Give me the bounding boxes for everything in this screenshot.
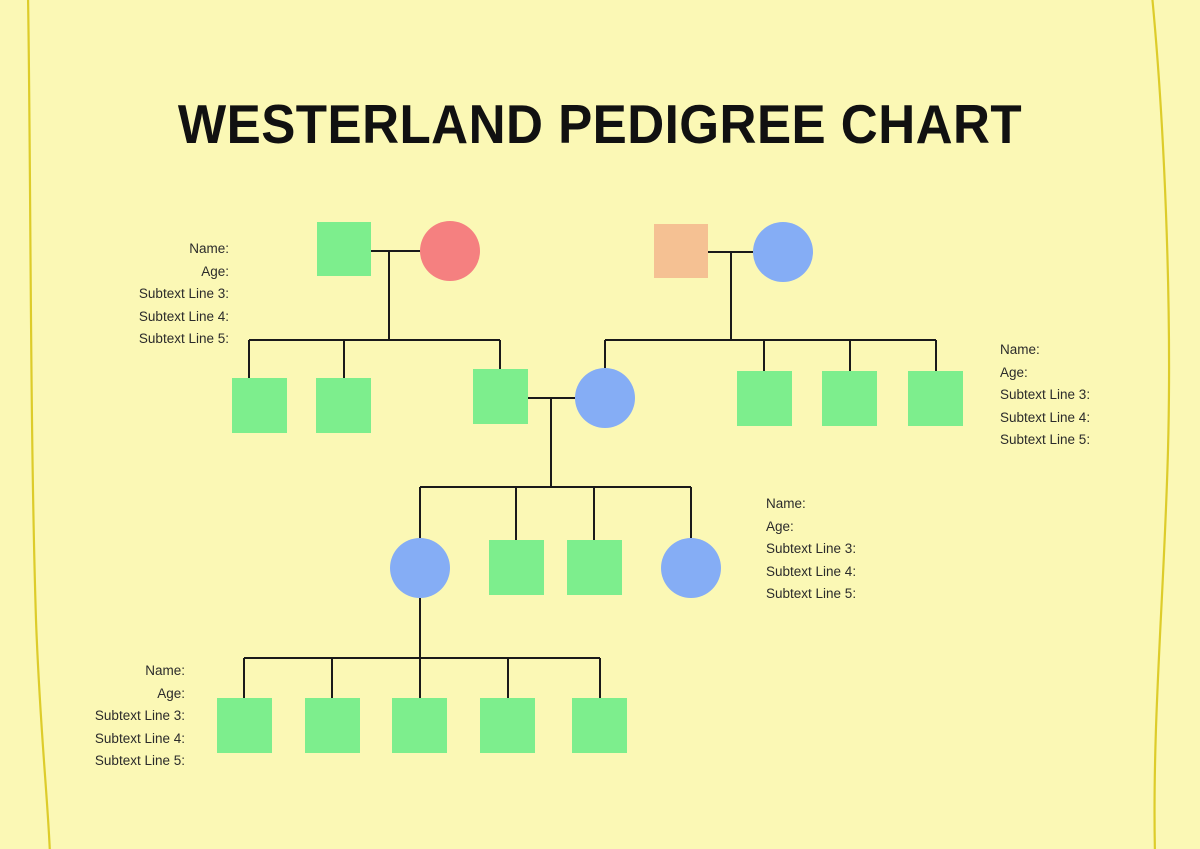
label-subtext-3: Subtext Line 3:	[138, 286, 229, 302]
left-accent-curve-icon	[26, 0, 51, 849]
label-subtext-5: Subtext Line 5:	[1000, 432, 1091, 448]
node-g2-spouse[interactable]	[575, 368, 635, 428]
label-name: Name:	[766, 496, 806, 511]
node-g3-4-female[interactable]	[661, 538, 721, 598]
decorative-accent-curves	[26, 0, 1171, 849]
node-g3-3-male[interactable]	[567, 540, 622, 595]
label-block-third-generation-center: Name: Age: Subtext Line 3: Subtext Line …	[766, 493, 956, 606]
node-g2-left-3[interactable]	[473, 369, 528, 424]
label-subtext-3: Subtext Line 3:	[1000, 387, 1091, 403]
node-g2-right-3[interactable]	[822, 371, 877, 426]
node-g1-a-female[interactable]	[420, 221, 480, 281]
node-g4-1[interactable]	[217, 698, 272, 753]
node-g3-2-male[interactable]	[489, 540, 544, 595]
label-name: Name:	[145, 663, 185, 678]
label-age: Age:	[201, 263, 229, 279]
right-accent-curve-icon	[1151, 0, 1171, 849]
label-subtext-4: Subtext Line 4:	[766, 563, 857, 579]
label-name: Name:	[189, 241, 229, 256]
label-name: Name:	[1000, 342, 1040, 357]
label-age: Age:	[766, 518, 794, 534]
label-age: Age:	[157, 685, 185, 701]
node-g4-5[interactable]	[572, 698, 627, 753]
label-block-fourth-generation-left: Name: Age: Subtext Line 3: Subtext Line …	[0, 660, 185, 773]
pedigree-nodes	[217, 221, 963, 753]
node-g2-right-4[interactable]	[908, 371, 963, 426]
page-title: WESTERLAND PEDIGREE CHART	[177, 93, 1023, 155]
label-subtext-5: Subtext Line 5:	[766, 586, 857, 602]
label-subtext-5: Subtext Line 5:	[138, 331, 229, 347]
node-g1-b-female[interactable]	[753, 222, 813, 282]
label-subtext-3: Subtext Line 3:	[766, 541, 857, 557]
node-g1-b-male[interactable]	[654, 224, 708, 278]
node-g2-left-2[interactable]	[316, 378, 371, 433]
node-g1-a-male[interactable]	[317, 222, 371, 276]
node-g2-right-2[interactable]	[737, 371, 792, 426]
label-block-founder-couple-left: Name: Age: Subtext Line 3: Subtext Line …	[0, 238, 229, 351]
label-subtext-4: Subtext Line 4:	[94, 730, 185, 746]
node-g2-left-1[interactable]	[232, 378, 287, 433]
node-g4-4[interactable]	[480, 698, 535, 753]
label-age: Age:	[1000, 364, 1028, 380]
node-g4-2[interactable]	[305, 698, 360, 753]
node-g3-1-female[interactable]	[390, 538, 450, 598]
label-subtext-4: Subtext Line 4:	[1000, 409, 1091, 425]
label-subtext-4: Subtext Line 4:	[138, 308, 229, 324]
connector-lines	[242, 249, 938, 698]
label-subtext-5: Subtext Line 5:	[94, 753, 185, 769]
node-g4-3[interactable]	[392, 698, 447, 753]
label-subtext-3: Subtext Line 3:	[94, 708, 185, 724]
label-block-second-generation-right: Name: Age: Subtext Line 3: Subtext Line …	[1000, 339, 1190, 452]
